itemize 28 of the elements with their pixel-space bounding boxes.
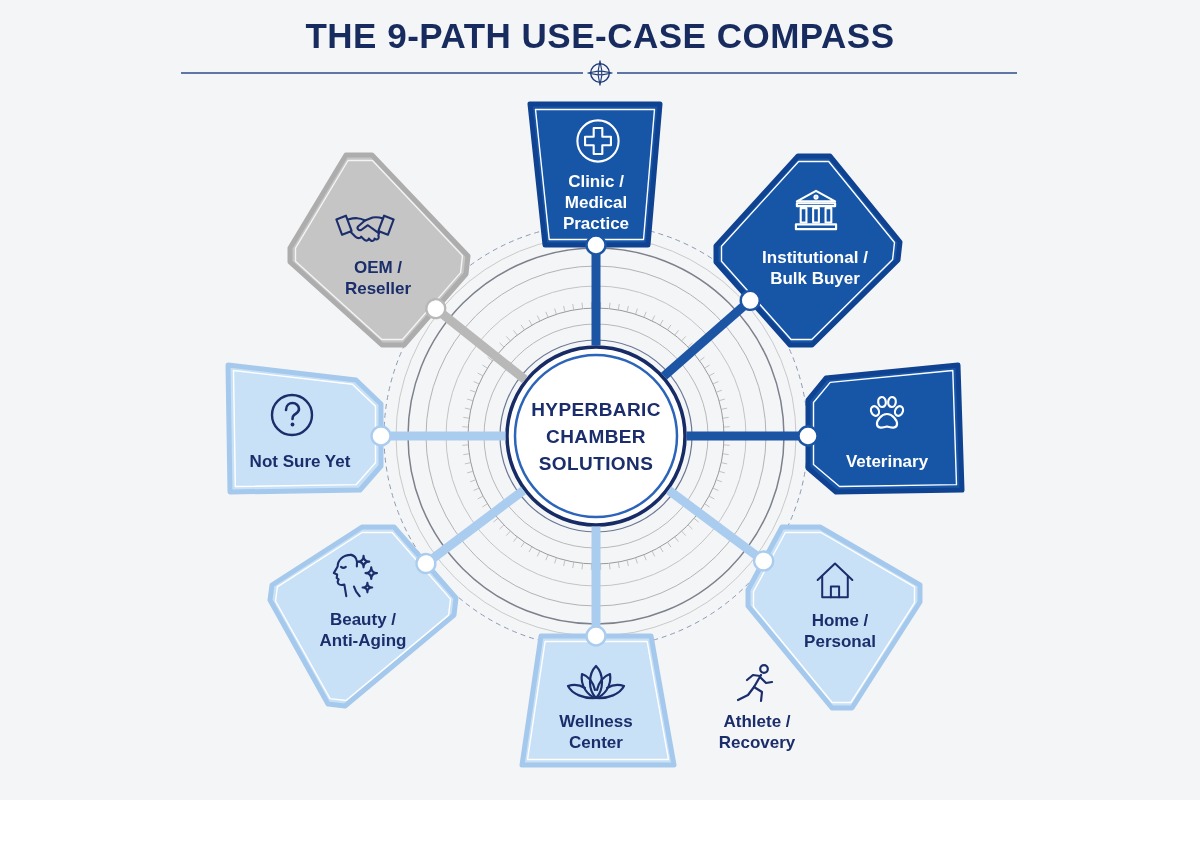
card-label: Institutional / Bulk Buyer <box>761 247 869 289</box>
connector <box>370 425 506 447</box>
use-case-card <box>225 362 384 495</box>
use-case-label: Athlete / Recovery <box>717 711 797 753</box>
card-label: Veterinary <box>844 451 930 472</box>
card-label: Home / Personal <box>803 610 877 652</box>
connector <box>415 486 527 575</box>
use-case-card <box>713 153 903 348</box>
card-label: Beauty / Anti-Aging <box>318 609 408 651</box>
use-case-card <box>267 524 459 709</box>
connector <box>585 526 607 647</box>
connector <box>686 425 819 447</box>
connector <box>425 297 528 384</box>
card-label: Not Sure Yet <box>248 451 352 472</box>
connector <box>661 289 761 380</box>
card-label: OEM / Reseller <box>343 257 413 299</box>
use-case-card <box>805 362 965 495</box>
title: THE 9-PATH USE-CASE COMPASS <box>305 15 895 57</box>
use-case-card <box>519 633 677 768</box>
use-case-card <box>745 524 923 711</box>
connector <box>585 234 607 346</box>
connector <box>665 486 775 572</box>
card-label: Clinic / Medical Practice <box>561 171 631 234</box>
use-case-card <box>287 152 471 348</box>
use-case-card <box>527 101 663 248</box>
card-label: Wellness Center <box>558 711 634 753</box>
hub-circle <box>504 344 688 528</box>
hub-title: HYPERBARIC CHAMBER SOLUTIONS <box>530 398 662 476</box>
